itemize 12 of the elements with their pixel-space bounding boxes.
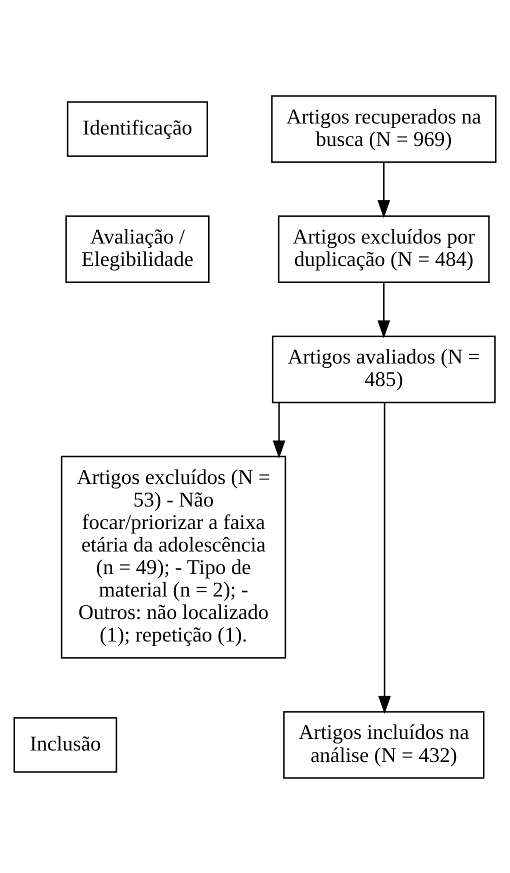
node-box: Inclusão <box>14 716 118 772</box>
arrow <box>378 162 390 218</box>
arrow <box>378 402 391 714</box>
node-box: Artigos incluídos na análise (N = 432) <box>283 710 484 778</box>
node-box: Artigos avaliados (N = 485) <box>272 335 496 403</box>
node-box: Artigos recuperados na busca (N = 969) <box>271 94 496 162</box>
node-box: Artigos excluídos (N = 53) - Não focar/priorizar a faixa etária da adolescência (n = 49); - Tipo de material (n = 2); - Outros: não localizado (1); repetição (1). <box>60 455 286 658</box>
node-box: Artigos excluídos por duplicação (N = 484) <box>278 214 490 283</box>
node-box: Identificação <box>66 100 208 156</box>
node-box: Avaliação / Elegibilidade <box>65 214 210 283</box>
arrow <box>378 282 390 338</box>
arrow <box>272 402 286 458</box>
